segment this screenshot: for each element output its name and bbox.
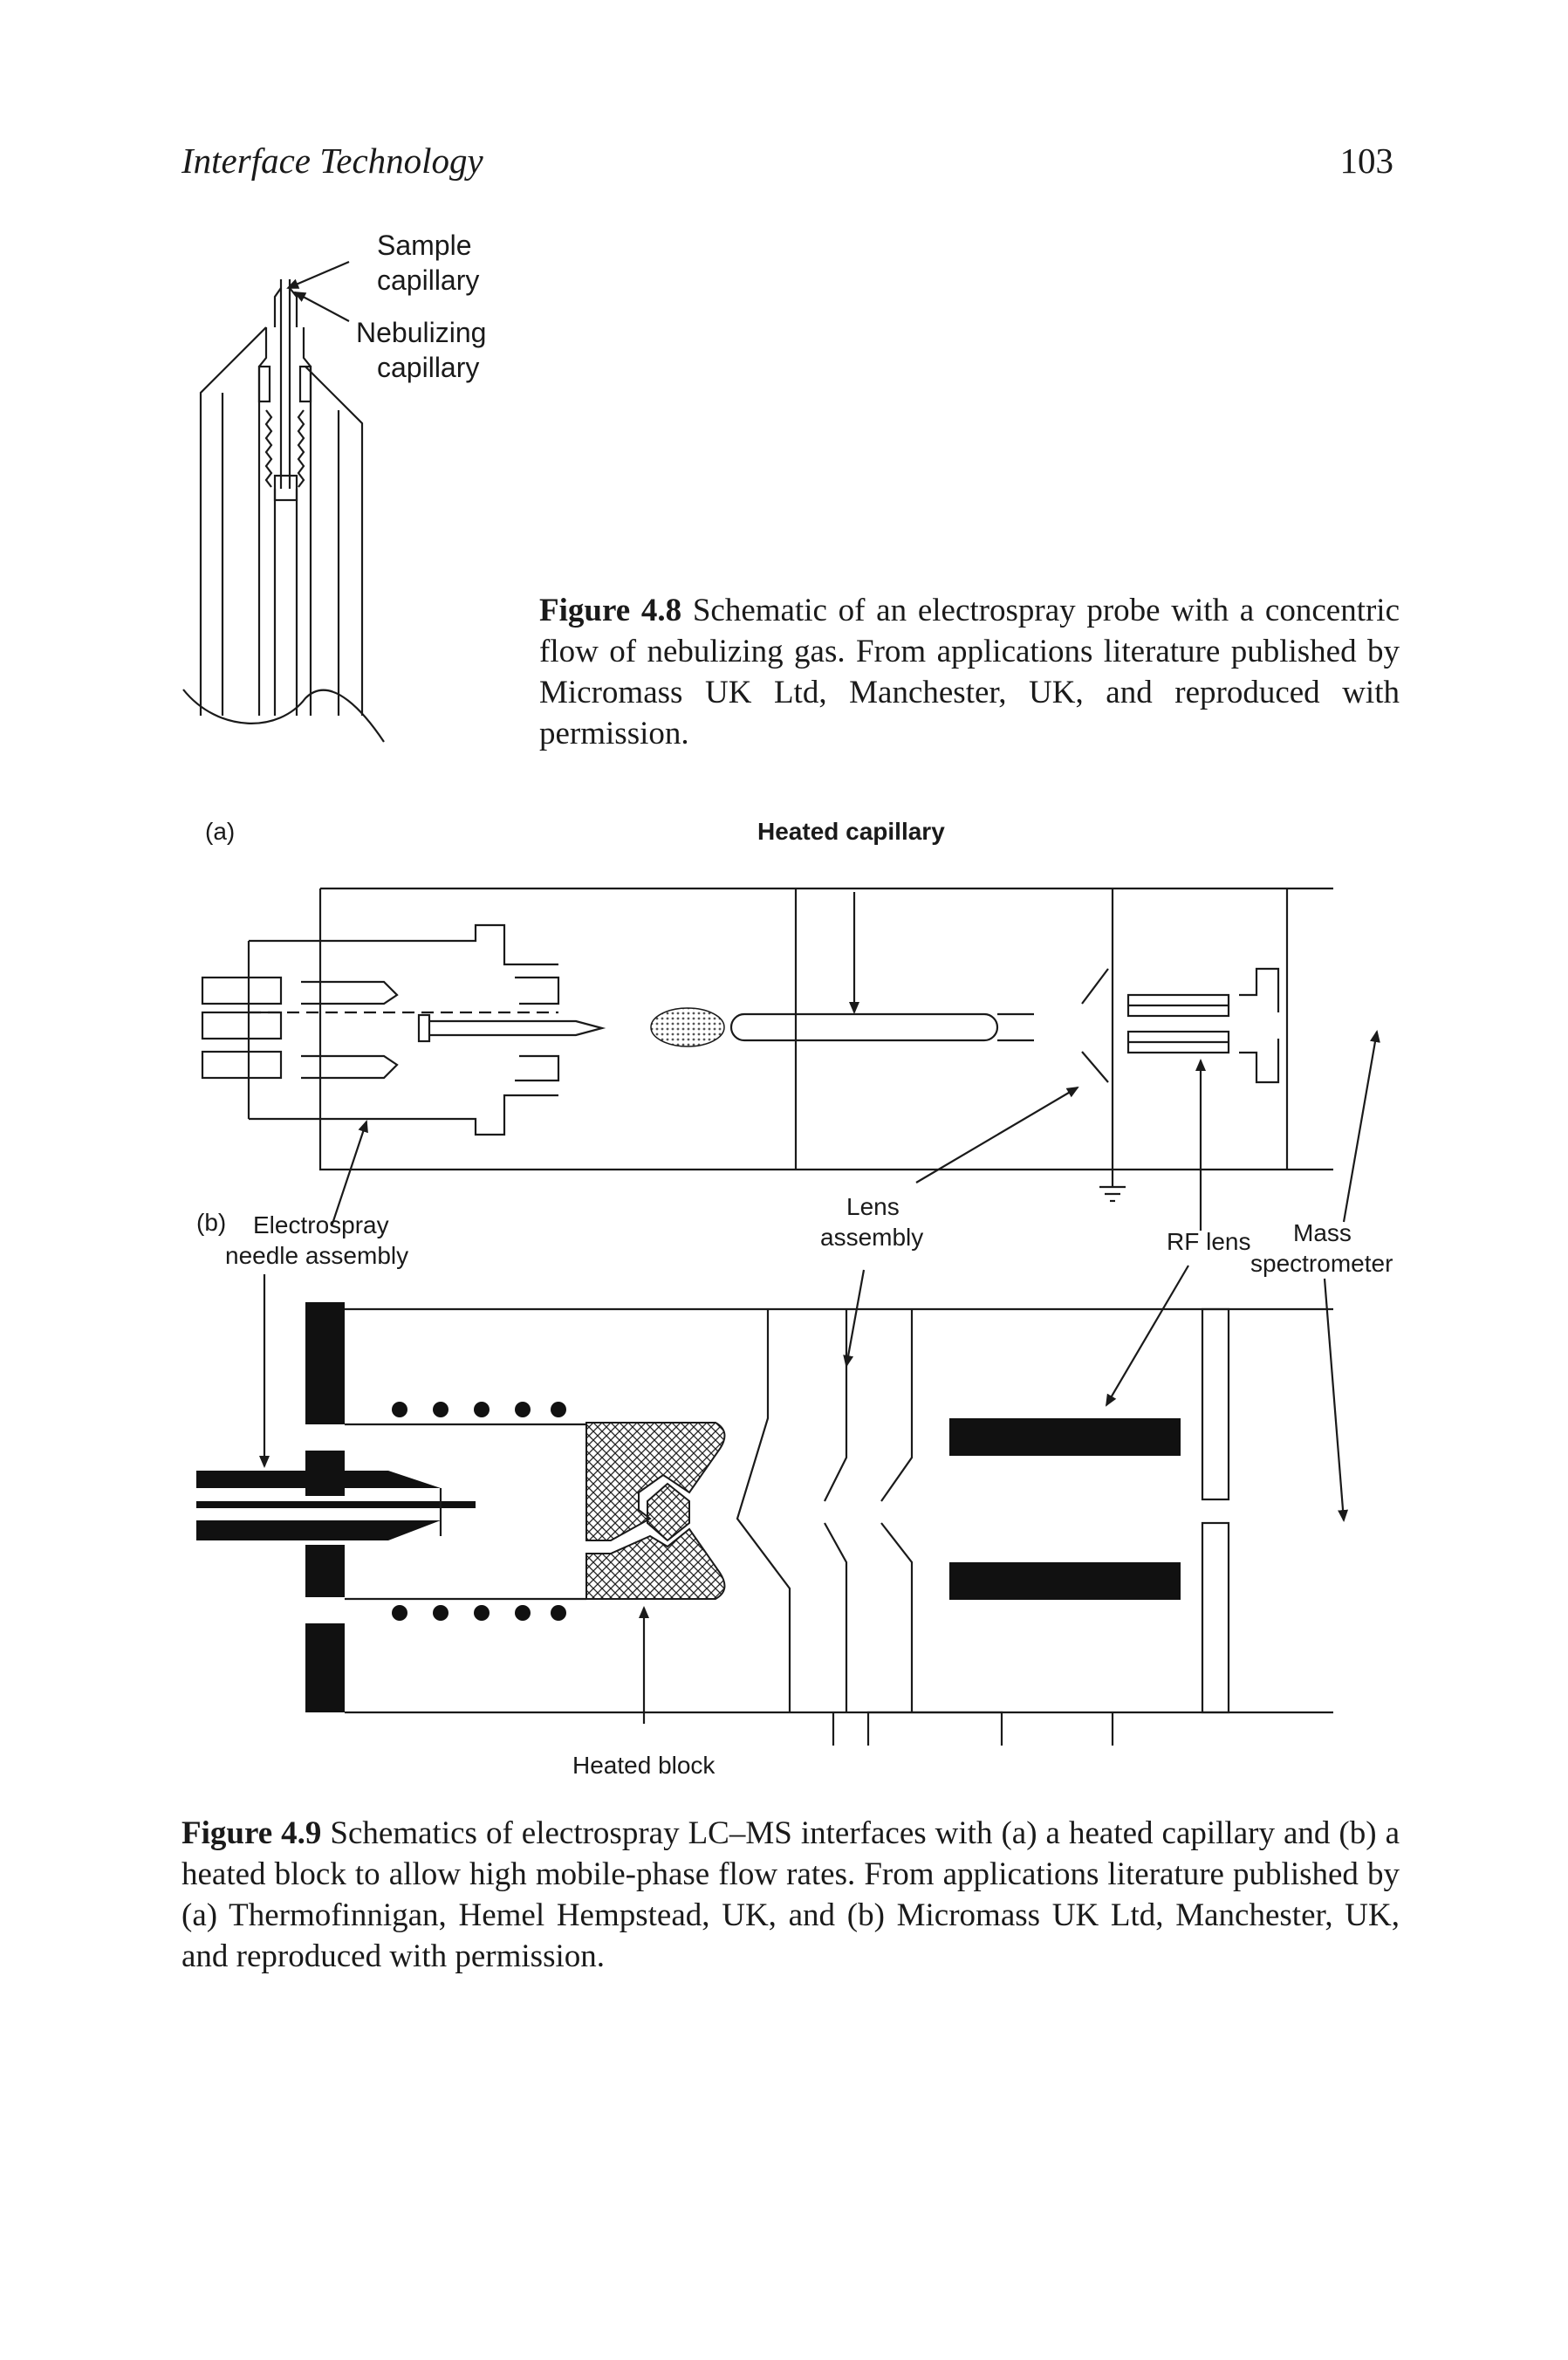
panel-a-label: (a): [205, 818, 235, 845]
label-heated-capillary: Heated capillary: [757, 818, 945, 845]
figure-4-8-number: Figure 4.8: [539, 593, 682, 628]
label-sample-1: Sample: [377, 230, 472, 261]
rf-lens-arrow-b: [1105, 1265, 1189, 1407]
label-mass-2: spectrometer: [1250, 1250, 1393, 1277]
label-lens-2: assembly: [820, 1224, 923, 1251]
label-electrospray-1: Electrospray: [253, 1211, 389, 1238]
lens-assembly-arrow-a: [915, 1086, 1079, 1183]
label-sample-2: capillary: [377, 264, 479, 296]
sample-capillary-arrow: [286, 260, 350, 290]
label-nebulizing-2: capillary: [377, 352, 479, 383]
spray-plume: [650, 1007, 725, 1047]
figure-4-8-caption-text: Schematic of an electrospray probe with …: [539, 593, 1400, 751]
mass-spec-arrow-a: [1342, 1030, 1380, 1223]
nebulizing-capillary-arrow: [293, 292, 350, 322]
mass-spec-arrow-b: [1323, 1278, 1349, 1522]
needle-arrow-a: [330, 1120, 368, 1227]
label-rf-lens: RF lens: [1167, 1228, 1250, 1255]
figure-4-9b-drawing: [196, 1302, 1333, 1746]
label-electrospray-2: needle assembly: [225, 1242, 408, 1269]
label-nebulizing-1: Nebulizing: [356, 317, 486, 348]
figure-4-9-caption-text: Schematics of electrospray LC–MS interfa…: [181, 1815, 1400, 1974]
figure-4-8-caption: Figure 4.8 Schematic of an electrospray …: [539, 590, 1400, 754]
figure-4-9-number: Figure 4.9: [181, 1815, 322, 1851]
page-number: 103: [1339, 141, 1394, 181]
panel-b-label: (b): [196, 1209, 226, 1236]
figure-4-8-drawing: [182, 279, 385, 743]
label-mass-1: Mass: [1293, 1219, 1352, 1246]
running-head: Interface Technology: [181, 141, 483, 181]
figure-4-9-caption: Figure 4.9 Schematics of electrospray LC…: [181, 1813, 1400, 1977]
label-heated-block: Heated block: [572, 1752, 716, 1779]
lens-assembly-arrow-b: [843, 1269, 866, 1368]
figure-4-9a-drawing: [201, 887, 1333, 1203]
label-lens-1: Lens: [846, 1193, 900, 1220]
